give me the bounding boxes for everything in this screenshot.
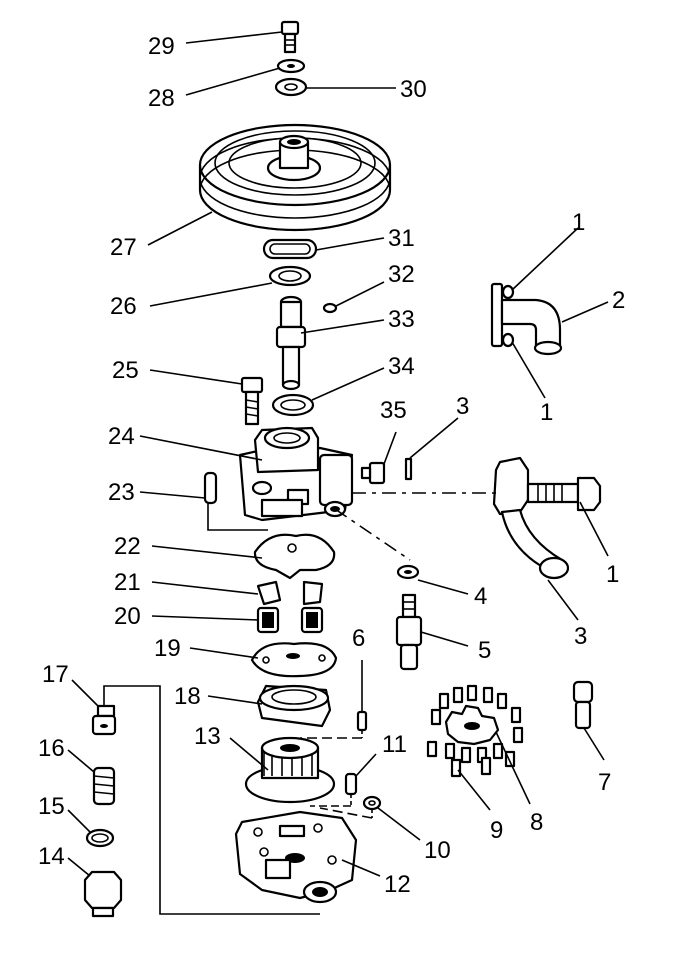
label-7: 7	[598, 769, 611, 796]
part-30-washer	[274, 77, 308, 97]
label-22: 22	[114, 533, 141, 560]
label-16: 16	[38, 735, 65, 762]
part-35-fitting	[360, 461, 386, 485]
part-8-rotor-gear	[444, 704, 500, 746]
label-4: 4	[474, 583, 487, 610]
part-4-washer	[396, 564, 420, 580]
part-14-plug	[83, 870, 123, 918]
label-12: 12	[384, 871, 411, 898]
part-2-elbow-fitting	[490, 282, 563, 356]
label-9: 9	[490, 817, 503, 844]
label-3-upper: 3	[456, 393, 469, 420]
part-19-pressure-plate	[250, 642, 338, 678]
label-30: 30	[400, 76, 427, 103]
label-31: 31	[388, 225, 415, 252]
label-23: 23	[108, 479, 135, 506]
part-22-thrust-plate	[253, 533, 336, 580]
part-24-pump-housing	[238, 426, 354, 522]
part-7-pin	[572, 680, 594, 730]
label-5: 5	[478, 637, 491, 664]
part-15-o-ring	[85, 828, 115, 848]
part-11-pin	[344, 772, 358, 796]
label-13: 13	[194, 723, 221, 750]
callout-labels: 29 28 30 27 31 26 32 33 25 34 35 3 24 23…	[38, 33, 625, 898]
label-33: 33	[388, 306, 415, 333]
part-25-bolt	[240, 376, 264, 426]
part-3-pin	[404, 457, 413, 481]
label-34: 34	[388, 353, 415, 380]
label-17: 17	[42, 661, 69, 688]
label-11: 11	[382, 731, 407, 758]
part-20-vanes	[256, 606, 324, 634]
label-26: 26	[110, 293, 137, 320]
part-21-vanes	[256, 580, 324, 606]
part-9-vane-set	[426, 684, 524, 778]
part-5-valve	[395, 593, 423, 671]
part-10-washer	[362, 795, 382, 811]
part-26-seal	[268, 265, 312, 287]
label-29: 29	[148, 33, 175, 60]
part-3-return-fitting	[492, 456, 602, 580]
label-6: 6	[352, 625, 365, 652]
part-32-key	[322, 302, 338, 314]
label-1-lower: 1	[606, 561, 619, 588]
part-31-seal-ring	[262, 238, 318, 260]
label-20: 20	[114, 603, 141, 630]
label-25: 25	[112, 357, 139, 384]
label-10: 10	[424, 837, 451, 864]
label-1-top: 1	[572, 209, 585, 236]
label-21: 21	[114, 569, 141, 596]
label-3-lower: 3	[574, 623, 587, 650]
label-14: 14	[38, 843, 65, 870]
leader-lines	[67, 31, 609, 877]
part-16-spring	[92, 766, 116, 806]
part-33-shaft	[275, 295, 307, 391]
label-24: 24	[108, 423, 135, 450]
label-27: 27	[110, 234, 137, 261]
part-34-seal	[271, 393, 315, 417]
part-29-bolt	[280, 20, 300, 54]
label-2: 2	[612, 287, 625, 314]
label-35: 35	[380, 397, 407, 424]
label-19: 19	[154, 635, 181, 662]
label-32: 32	[388, 261, 415, 288]
part-6-pin	[356, 710, 368, 732]
part-23-dowel-pin	[203, 471, 218, 505]
part-18-cam-ring	[256, 684, 332, 728]
part-12-pump-body	[234, 810, 358, 904]
part-13-rotor	[244, 736, 336, 804]
label-15: 15	[38, 793, 65, 820]
label-1-middle: 1	[540, 399, 553, 426]
label-28: 28	[148, 85, 175, 112]
part-27-pulley	[198, 123, 392, 232]
part-28-washer	[276, 58, 306, 74]
part-17-fitting	[91, 704, 117, 736]
label-8: 8	[530, 809, 543, 836]
label-18: 18	[174, 683, 201, 710]
